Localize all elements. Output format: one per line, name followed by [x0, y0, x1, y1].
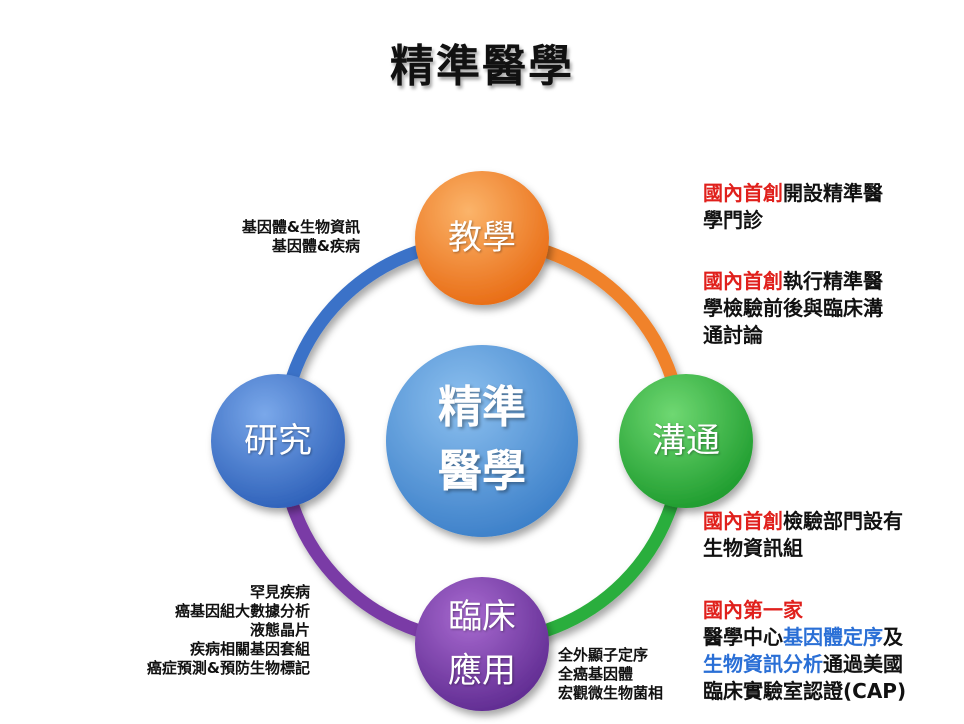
- node-research: 研究: [244, 421, 312, 461]
- note-text: 通討論: [703, 323, 763, 347]
- highlight-text: 國內首創: [703, 509, 783, 533]
- note-line: 全癌基因體: [558, 665, 634, 683]
- note-text: 生物資訊組: [703, 536, 803, 560]
- note-line: 癌症預測&預防生物標記: [146, 659, 310, 677]
- note-line: 全外顯子定序: [558, 646, 649, 664]
- node-communication-circle: [619, 374, 753, 508]
- node-clinical-circle: [415, 577, 549, 711]
- note-text: 檢驗部門設有: [783, 509, 903, 533]
- note-text: 醫學中心: [703, 625, 783, 649]
- note-line: 基因體&生物資訊: [241, 218, 360, 236]
- note-text: 學門診: [703, 208, 763, 232]
- right-note-1: 國內首創開設精準醫 學門診: [703, 180, 958, 234]
- note-text: 通過美國: [823, 652, 903, 676]
- center-label-line1: 精準: [438, 382, 526, 433]
- page-title: 精準醫學: [390, 41, 574, 92]
- note-text: 及: [883, 625, 903, 649]
- node-teaching: 教學: [448, 218, 516, 258]
- note-line: 基因體&疾病: [271, 237, 360, 255]
- center-label: 精準 醫學: [386, 376, 578, 504]
- note-line: 罕見疾病: [249, 583, 310, 601]
- node-teaching-circle: [415, 171, 549, 305]
- note-line: 液態晶片: [249, 621, 310, 639]
- bottom-center-notes: 全外顯子定序 全癌基因體 宏觀微生物菌相: [558, 646, 698, 703]
- node-clinical: 臨床 應用: [415, 590, 549, 698]
- node-clinical-line2: 應用: [448, 651, 516, 691]
- center-label-line2: 醫學: [438, 446, 526, 497]
- node-clinical-line1: 臨床: [448, 597, 516, 637]
- note-line: 宏觀微生物菌相: [558, 684, 664, 702]
- note-text: 學檢驗前後與臨床溝: [703, 296, 883, 320]
- right-note-4: 國內第一家 醫學中心基因體定序及 生物資訊分析通過美國 臨床實驗室認證(CAP): [703, 597, 961, 705]
- highlight-blue-text: 基因體定序: [783, 625, 883, 649]
- highlight-text: 國內首創: [703, 181, 783, 205]
- note-text: 臨床實驗室認證(CAP): [703, 679, 907, 703]
- left-bottom-notes: 罕見疾病 癌基因組大數據分析 液態晶片 疾病相關基因套組 癌症預測&預防生物標記: [90, 583, 310, 678]
- note-text: 執行精準醫: [783, 269, 883, 293]
- right-note-2: 國內首創執行精準醫 學檢驗前後與臨床溝 通討論: [703, 268, 958, 349]
- center-circle: [386, 345, 578, 537]
- highlight-text: 國內第一家: [703, 598, 803, 622]
- note-text: 開設精準醫: [783, 181, 883, 205]
- highlight-blue-text: 生物資訊分析: [703, 652, 823, 676]
- node-research-circle: [211, 374, 345, 508]
- note-line: 癌基因組大數據分析: [174, 602, 310, 620]
- node-communication: 溝通: [652, 421, 720, 461]
- note-line: 疾病相關基因套組: [189, 640, 310, 658]
- right-note-3: 國內首創檢驗部門設有 生物資訊組: [703, 508, 958, 562]
- left-top-notes: 基因體&生物資訊 基因體&疾病: [150, 218, 360, 256]
- highlight-text: 國內首創: [703, 269, 783, 293]
